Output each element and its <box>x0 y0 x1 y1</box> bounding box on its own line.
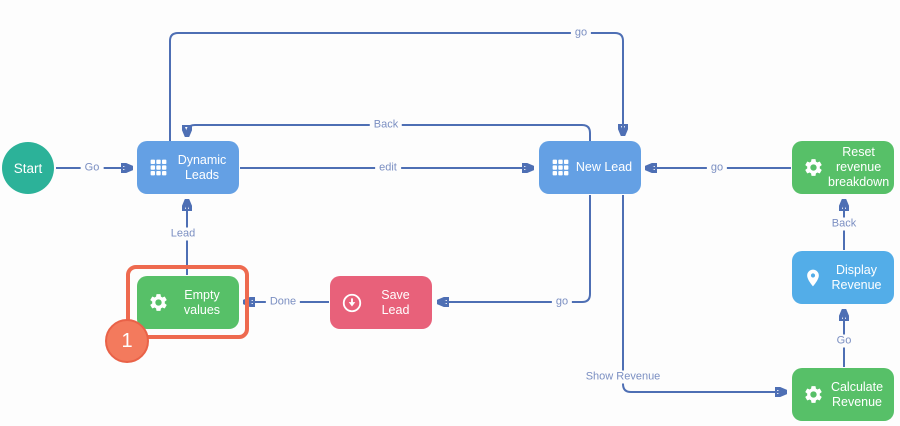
node-label: Empty values <box>183 287 221 317</box>
edge-label-go-calculate[interactable]: Go <box>832 334 856 348</box>
gear-icon <box>803 157 824 178</box>
edge-label-edit[interactable]: edit <box>375 161 401 175</box>
edge-new-to-save-go[interactable] <box>439 195 591 302</box>
edge-label-lead[interactable]: Lead <box>166 227 200 241</box>
edge-label-go-start[interactable]: Go <box>80 161 104 175</box>
edge-label-back-top[interactable]: Back <box>369 118 403 132</box>
node-reset-revenue-breakdown[interactable]: Reset revenue breakdown <box>792 141 894 194</box>
annotation-badge-number: 1 <box>121 329 133 352</box>
gear-icon <box>803 384 824 405</box>
edge-label-go-save[interactable]: go <box>551 295 573 309</box>
node-calculate-revenue[interactable]: Calculate Revenue <box>792 368 894 421</box>
node-label: Reset revenue breakdown <box>828 145 890 189</box>
edge-new-to-calculate-show-revenue[interactable] <box>622 195 785 392</box>
node-start[interactable]: Start <box>2 142 54 194</box>
node-new-lead[interactable]: New Lead <box>539 141 641 194</box>
annotation-badge: 1 <box>105 319 149 363</box>
edge-label-back-display[interactable]: Back <box>827 217 861 231</box>
node-empty-values[interactable]: Empty values <box>137 276 239 329</box>
edge-label-go-top[interactable]: go <box>570 26 592 40</box>
pin-icon <box>803 268 823 288</box>
edge-label-done[interactable]: Done <box>265 295 301 309</box>
edge-label-show-revenue[interactable]: Show Revenue <box>581 370 665 384</box>
node-label: Calculate Revenue <box>830 379 884 409</box>
node-dynamic-leads[interactable]: Dynamic Leads <box>137 141 239 194</box>
edge-label-go-reset[interactable]: go <box>706 161 728 175</box>
start-label: Start <box>13 160 43 176</box>
download-icon <box>341 292 363 314</box>
node-display-revenue[interactable]: Display Revenue <box>792 251 894 304</box>
node-save-lead[interactable]: Save Lead <box>330 276 432 329</box>
grid-icon <box>148 157 169 178</box>
gear-icon <box>148 292 169 313</box>
node-label: Dynamic Leads <box>177 152 227 182</box>
node-label: Save Lead <box>381 287 410 317</box>
node-label: Display Revenue <box>831 262 882 292</box>
grid-icon <box>550 157 571 178</box>
edge-dynamic-to-new-go[interactable] <box>169 32 623 141</box>
node-label: New Lead <box>575 160 633 175</box>
